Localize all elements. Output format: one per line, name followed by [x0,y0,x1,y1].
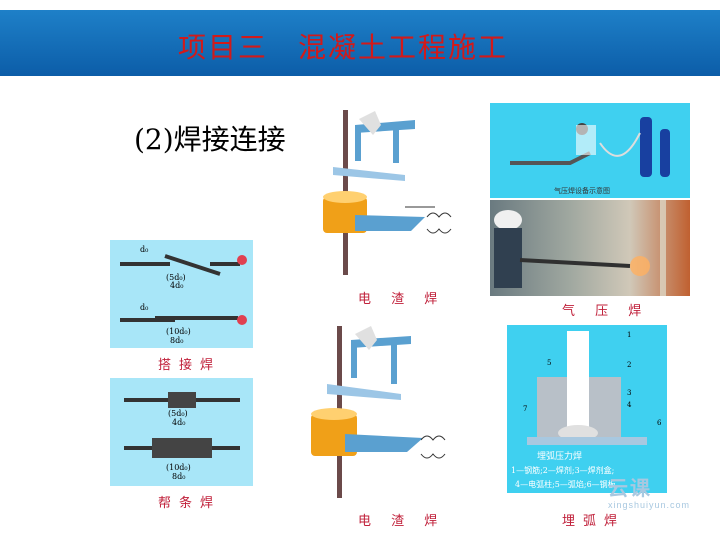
arc-number-3: 3 [627,389,631,397]
lap-4d-label: 4d₀ [170,281,183,290]
lap-8d-label: 8d₀ [170,336,183,345]
arc-legend-1: 1—钢筋;2—焊剂;3—焊剂盒; [511,465,614,475]
page-title: 项目三 混凝土工程施工 [178,31,509,64]
strap-weld-caption: 帮条焊 [158,496,222,511]
gas-press-photo [490,200,690,296]
strap-weld-figure: (5d₀) 4d₀ (10d₀) 8d₀ [110,378,253,486]
strap-4d-label: 4d₀ [172,418,185,427]
arc-number-4: 4 [627,401,632,409]
gas-equipment-svg: 气压焊设备示意图 [510,117,670,195]
watermark: 云课 xingshuiyun.com [608,472,689,510]
electroslag-diagram-top [315,105,475,280]
submerged-arc-caption: 埋弧焊 [562,514,626,529]
arc-number-5: 5 [547,359,551,367]
strap-10d-label: (10d₀) [166,463,191,472]
section-subtitle: (2)焊接连接 [134,123,286,156]
arc-number-7: 7 [523,405,527,413]
electroslag-svg-top [323,110,452,275]
strap-5d-label: (5d₀) [168,409,188,418]
lap-5d-label: (5d₀) [166,273,186,282]
lap-weld-caption: 搭接焊 [158,358,222,373]
watermark-url: xingshuiyun.com [608,500,691,510]
electroslag-diagram-bottom [305,318,465,503]
arc-number-1: 1 [627,331,631,339]
strap-8d-label: 8d₀ [172,472,185,481]
lap-10d-label: (10d₀) [166,327,191,336]
electroslag-svg-bottom [311,326,446,498]
electroslag-caption-top: 电 渣 焊 [358,292,446,307]
arc-diagram-title: 埋弧压力焊 [537,450,582,462]
gas-diagram-label: 气压焊设备示意图 [554,186,610,195]
strap-weld-svg: (5d₀) 4d₀ (10d₀) 8d₀ [124,392,240,481]
submerged-arc-svg: 1 2 3 4 5 6 7 埋弧压力焊 1—钢筋;2—焊剂;3—焊剂盒; 4—电… [511,331,662,489]
watermark-logo-text: 云课 [608,478,652,500]
arc-number-2: 2 [627,361,631,369]
gas-photo-svg [494,200,666,296]
lap-weld-figure: d₀ (5d₀) 4d₀ d₀ (10d₀) 8d₀ [110,240,253,348]
arc-legend-2: 4—电弧柱;5—弧焰;6—钢板 [515,479,616,489]
gas-press-caption: 气 压 焊 [562,304,650,319]
arc-number-6: 6 [657,419,662,427]
gas-press-equipment-diagram: 气压焊设备示意图 [490,103,690,198]
title-bar: 项目三 混凝土工程施工 [0,10,720,76]
submerged-arc-diagram: 1 2 3 4 5 6 7 埋弧压力焊 1—钢筋;2—焊剂;3—焊剂盒; 4—电… [507,325,667,493]
electroslag-caption-bottom: 电 渣 焊 [358,514,446,529]
lap-weld-svg: d₀ (5d₀) 4d₀ d₀ (10d₀) 8d₀ [120,245,247,345]
lap-d0-label: d₀ [140,245,148,254]
lap-d0-label-2: d₀ [140,303,148,312]
